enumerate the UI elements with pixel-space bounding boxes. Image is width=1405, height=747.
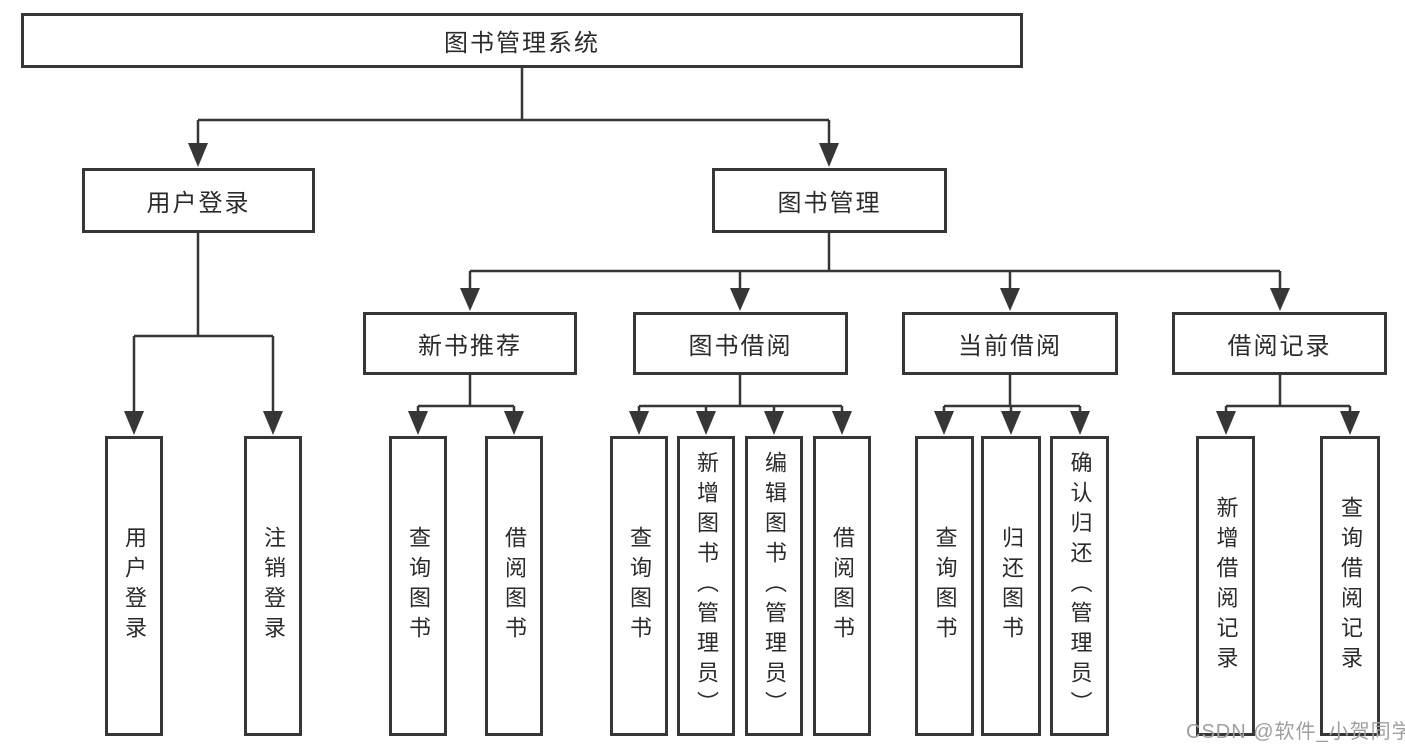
node-library-system-label: 图书管理系统: [444, 30, 600, 57]
node-library-system: 图书管理系统: [21, 13, 1023, 68]
node-leaf-logout-label: 注销登录: [261, 526, 286, 646]
node-leaf-borrow-books-recommend-label: 借阅图书: [502, 526, 527, 646]
node-leaf-query-books-current: 查询图书: [915, 436, 974, 736]
node-current-borrowing: 当前借阅: [902, 312, 1118, 375]
node-current-borrowing-label: 当前借阅: [958, 333, 1062, 360]
node-book-borrowing-label: 图书借阅: [688, 333, 793, 360]
node-leaf-borrow-books-label: 借阅图书: [830, 526, 855, 646]
node-book-management: 图书管理: [712, 168, 947, 233]
node-book-borrowing: 图书借阅: [633, 312, 848, 375]
node-borrow-records: 借阅记录: [1172, 312, 1387, 375]
node-leaf-query-books-borrow: 查询图书: [610, 436, 668, 736]
node-book-management-label: 图书管理: [777, 190, 882, 217]
node-leaf-add-borrow-record: 新增借阅记录: [1196, 436, 1255, 736]
node-leaf-edit-books-admin-label: 编辑图书（管理员）: [762, 451, 787, 721]
node-leaf-add-books-admin: 新增图书（管理员）: [677, 436, 735, 736]
node-leaf-edit-books-admin: 编辑图书（管理员）: [745, 436, 803, 736]
node-leaf-confirm-return-admin-label: 确认归还（管理员）: [1067, 451, 1093, 721]
node-leaf-borrow-books: 借阅图书: [813, 436, 871, 736]
node-user-login: 用户登录: [82, 168, 315, 233]
node-leaf-borrow-books-recommend: 借阅图书: [485, 436, 543, 736]
node-new-book-recommend-label: 新书推荐: [418, 333, 522, 360]
csdn-watermark: CSDN @软件_小贺同学: [1186, 721, 1405, 743]
node-leaf-logout: 注销登录: [244, 436, 302, 736]
node-leaf-add-borrow-record-label: 新增借阅记录: [1213, 496, 1239, 676]
node-leaf-query-borrow-record: 查询借阅记录: [1320, 436, 1380, 736]
node-borrow-records-label: 借阅记录: [1227, 333, 1332, 360]
node-leaf-return-books-label: 归还图书: [999, 526, 1024, 646]
node-leaf-query-books-recommend: 查询图书: [389, 436, 447, 736]
node-leaf-query-books-recommend-label: 查询图书: [406, 526, 431, 646]
node-leaf-query-borrow-record-label: 查询借阅记录: [1338, 496, 1363, 676]
node-leaf-user-login: 用户登录: [105, 436, 163, 736]
node-leaf-query-books-borrow-label: 查询图书: [627, 526, 652, 646]
node-new-book-recommend: 新书推荐: [363, 312, 577, 375]
node-leaf-query-books-current-label: 查询图书: [932, 526, 958, 646]
node-user-login-label: 用户登录: [146, 190, 251, 217]
node-leaf-add-books-admin-label: 新增图书（管理员）: [694, 451, 719, 721]
node-leaf-confirm-return-admin: 确认归还（管理员）: [1050, 436, 1109, 736]
node-leaf-user-login-label: 用户登录: [122, 526, 147, 646]
node-leaf-return-books: 归还图书: [981, 436, 1041, 736]
